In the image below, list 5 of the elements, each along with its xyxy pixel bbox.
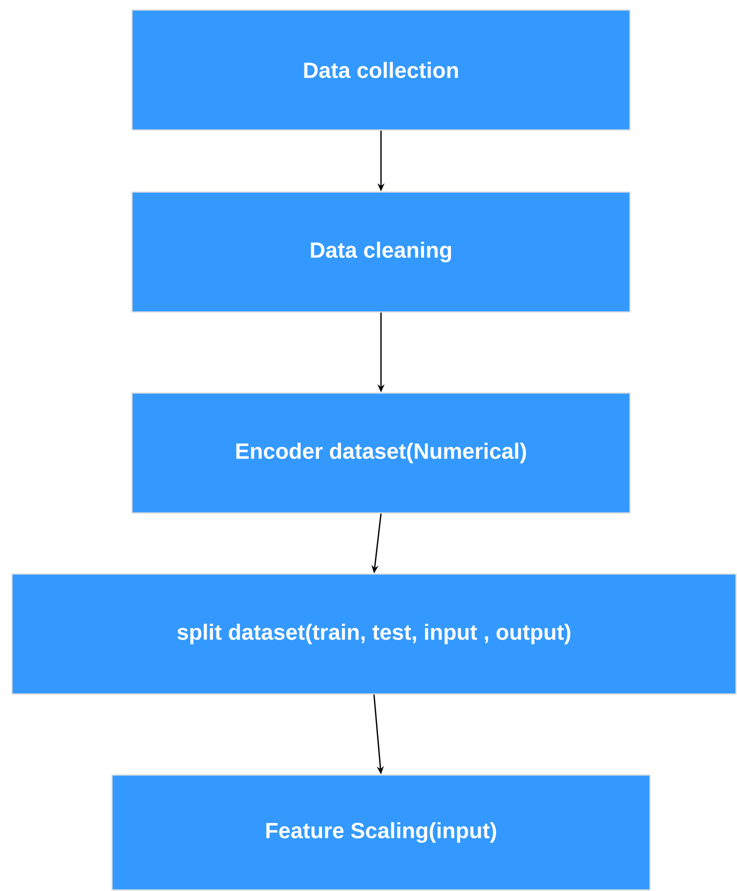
process-box: Data collection	[131, 9, 631, 131]
process-box: Encoder dataset(Numerical)	[131, 392, 631, 514]
process-box: Feature Scaling(input)	[111, 774, 651, 891]
process-box: Data cleaning	[131, 191, 631, 313]
process-box: split dataset(train, test, input , output)	[11, 573, 737, 695]
